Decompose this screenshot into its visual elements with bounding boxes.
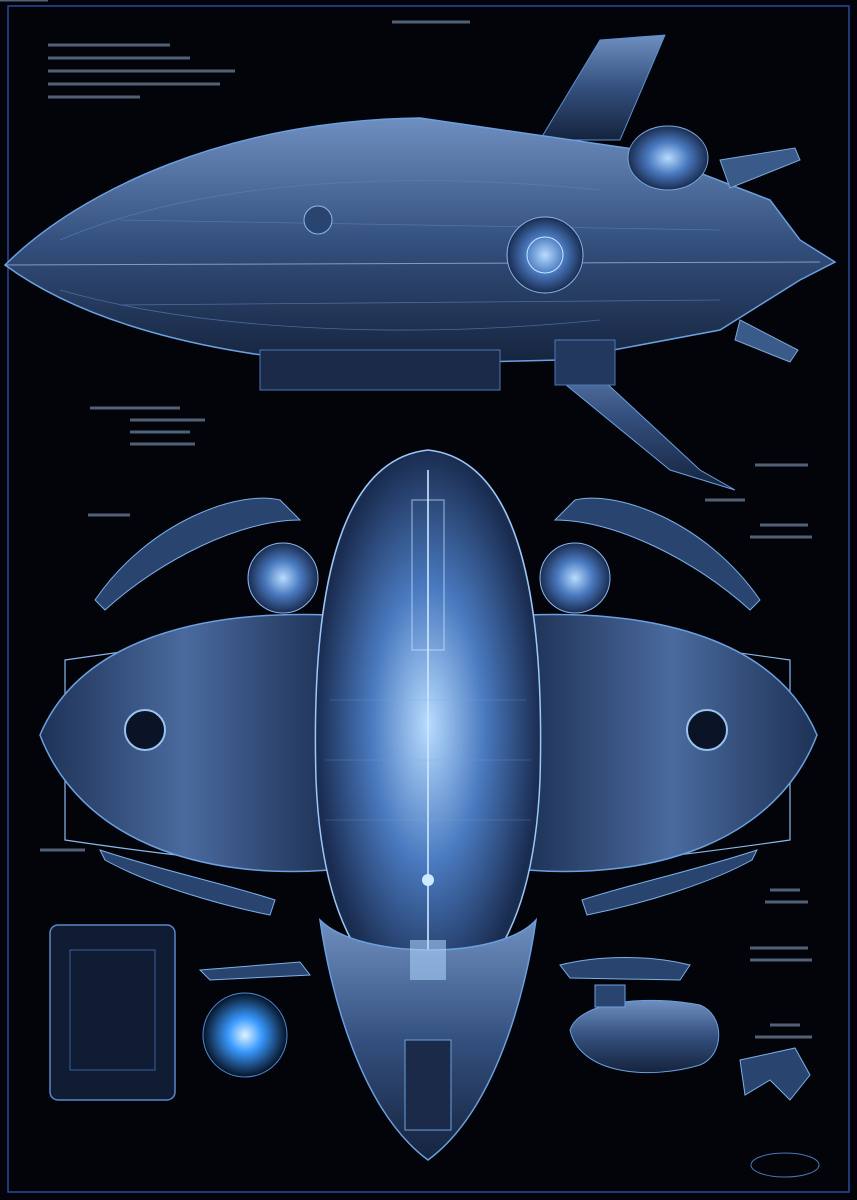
top-view-ship [39,449,818,1161]
detail-parts [49,924,820,1178]
side-view-ship [3,34,837,491]
frame-border [7,5,850,1193]
pseudo-text-blocks [0,0,812,1114]
